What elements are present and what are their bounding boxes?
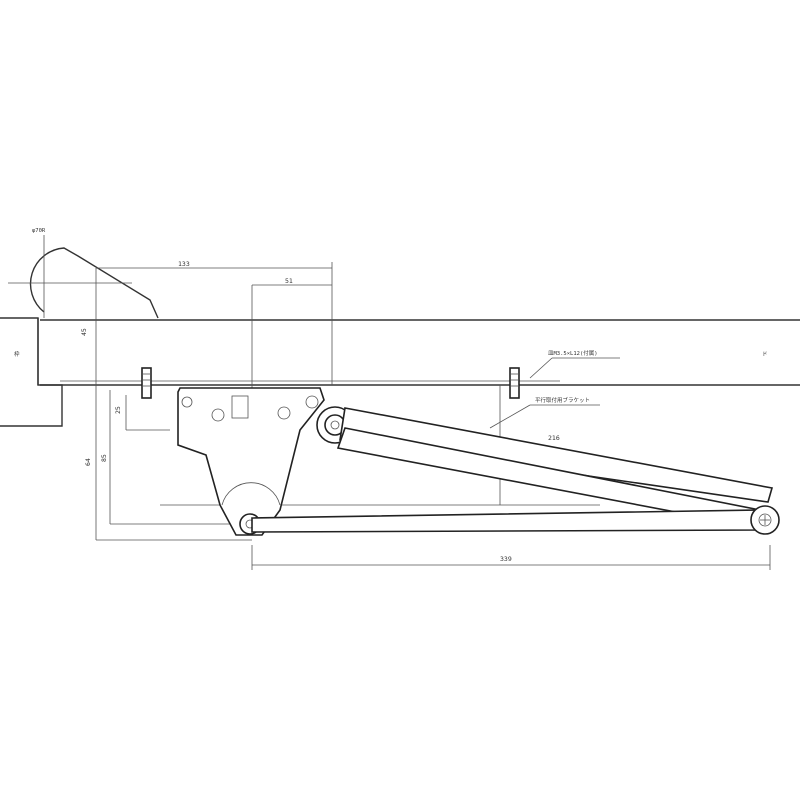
elbow-joint: [750, 505, 780, 535]
top-left-note: φ70R: [32, 228, 46, 234]
bottom-rod: [251, 509, 763, 533]
dim-left-height-1: 64: [84, 458, 92, 466]
screw-note: 皿M3.5×L12(付属): [548, 349, 598, 357]
dim-arm-length: 216: [548, 434, 560, 442]
door-swing-arc: [8, 235, 159, 319]
dim-top-width: 133: [178, 260, 190, 268]
leader-lines: [489, 357, 620, 429]
mounting-screw-right: [509, 367, 520, 399]
main-arm: [339, 407, 774, 503]
dim-body-depth: 25: [114, 406, 122, 414]
dim-left-height-2: 85: [100, 454, 108, 462]
dim-frame-height: 45: [80, 328, 88, 336]
dim-bottom-length: 339: [500, 555, 512, 563]
mounting-screw-left: [141, 367, 152, 399]
dim-top-offset: 51: [285, 277, 293, 285]
closer-body: [177, 387, 325, 536]
bracket-note: 平行取付用ブラケット: [535, 396, 590, 404]
door-head: [40, 319, 800, 386]
frame-section: [0, 317, 63, 427]
door-mark: ド: [762, 352, 768, 358]
frame-mark: 枠: [14, 350, 20, 358]
